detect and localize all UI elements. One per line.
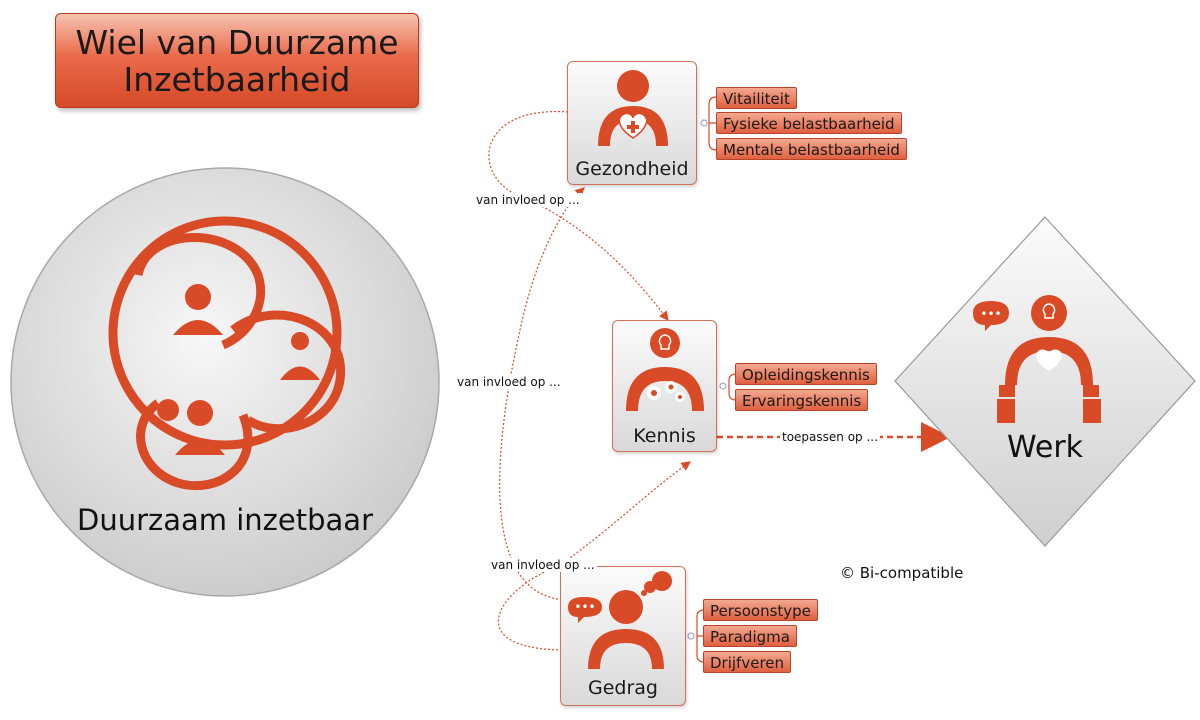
diagram-title-text: Wiel van Duurzame Inzetbaarheid: [75, 22, 399, 99]
health-person-icon: [598, 70, 668, 146]
diagram-title: Wiel van Duurzame Inzetbaarheid: [55, 13, 419, 108]
node-gezondheid-label: Gezondheid: [575, 158, 689, 180]
wheel-graphic: [10, 167, 440, 597]
connector-gezondheid-kennis: [488, 111, 669, 321]
werk-person-icon: •••: [973, 295, 1101, 423]
bracket-gezondheid: [708, 96, 717, 151]
knowledge-person-icon: [626, 328, 704, 411]
copyright-text: © Bi-compatible: [840, 564, 964, 582]
node-gezondheid[interactable]: Gezondheid: [567, 61, 697, 185]
wheel-person-icons: [157, 284, 320, 455]
node-werk-label: Werk: [1006, 430, 1084, 465]
wheel-circle: Duurzaam inzetbaar: [8, 165, 442, 599]
wheel-label: Duurzaam inzetbaar: [77, 503, 373, 537]
node-gedrag-label: Gedrag: [588, 677, 658, 699]
behavior-person-icon: •••: [568, 571, 672, 669]
svg-text:•••: •••: [574, 600, 595, 614]
attr-vitaliteit[interactable]: Vitailiteit: [716, 87, 797, 109]
attr-ervaringskennis[interactable]: Ervaringskennis: [735, 389, 869, 411]
attr-opleidingskennis[interactable]: Opleidingskennis: [735, 363, 877, 385]
relation-label-gezondheid-kennis: van invloed op ...: [474, 193, 582, 207]
bracket-kennis: [728, 373, 737, 401]
relation-label-kennis-werk: toepassen op ...: [780, 430, 880, 444]
attr-fysieke-belastbaarheid[interactable]: Fysieke belastbaarheid: [716, 112, 902, 134]
node-werk[interactable]: ••• Werk: [893, 215, 1197, 548]
attr-drijfveren[interactable]: Drijfveren: [703, 651, 792, 673]
relation-label-gedrag-gezondheid: van invloed op ...: [455, 375, 563, 389]
node-kennis[interactable]: Kennis: [612, 320, 717, 452]
triskelion-icon: [108, 216, 346, 491]
svg-text:•••: •••: [980, 307, 1001, 321]
relation-label-gedrag-kennis: van invloed op ...: [489, 558, 597, 572]
attr-mentale-belastbaarheid[interactable]: Mentale belastbaarheid: [716, 138, 907, 160]
attr-paradigma[interactable]: Paradigma: [703, 625, 797, 647]
werk-diamond-shape: •••: [894, 216, 1196, 547]
connector-gedrag-gezondheid: [499, 187, 585, 601]
attr-persoonstype[interactable]: Persoonstype: [703, 599, 818, 621]
node-kennis-label: Kennis: [633, 425, 696, 447]
bracket-gedrag: [696, 609, 705, 663]
node-gedrag[interactable]: ••• Gedrag: [560, 566, 686, 706]
